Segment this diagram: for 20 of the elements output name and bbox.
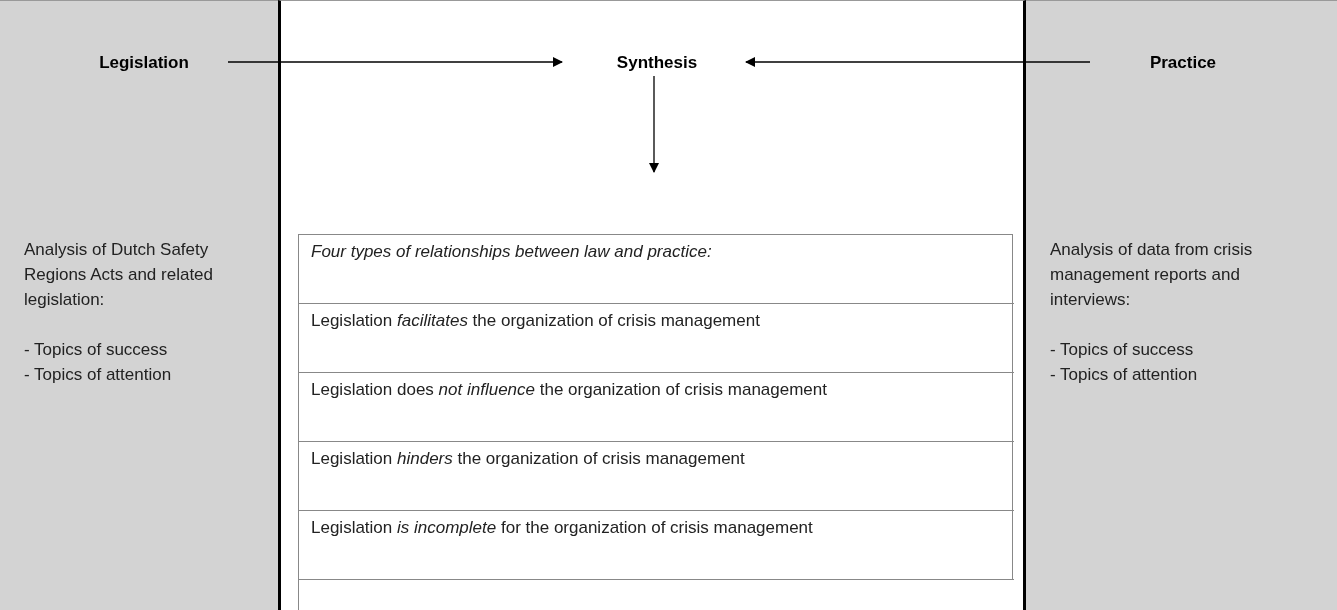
body-text: Analysis of data from crisis management reports and interviews: bbox=[1050, 239, 1254, 311]
arrow bbox=[745, 57, 1091, 67]
arrow bbox=[649, 75, 659, 173]
side-panel bbox=[0, 0, 278, 610]
body-text: Analysis of Dutch Safety Regions Acts and related legislation: bbox=[24, 239, 214, 311]
table-row: Legislation does not influence the organization of crisis management bbox=[299, 373, 1014, 442]
table-row: Legislation hinders the organization of crisis management bbox=[299, 442, 1014, 511]
body-text: - Topics of attention bbox=[1050, 364, 1199, 386]
heading-text: Legislation bbox=[60, 49, 228, 77]
relationship-table bbox=[298, 234, 1013, 610]
center-panel bbox=[278, 0, 1026, 610]
heading-text: Synthesis bbox=[565, 49, 749, 77]
body-text: - Topics of success bbox=[24, 339, 169, 361]
body-text: - Topics of attention bbox=[24, 364, 173, 386]
table-row: Legislation facilitates the organization of crisis management bbox=[299, 304, 1014, 373]
table-row: Four types of relationships between law and practice: bbox=[299, 235, 1014, 304]
side-panel bbox=[1026, 0, 1337, 610]
body-text: - Topics of success bbox=[1050, 339, 1195, 361]
heading-text: Practice bbox=[1090, 49, 1276, 77]
arrow bbox=[227, 57, 563, 67]
